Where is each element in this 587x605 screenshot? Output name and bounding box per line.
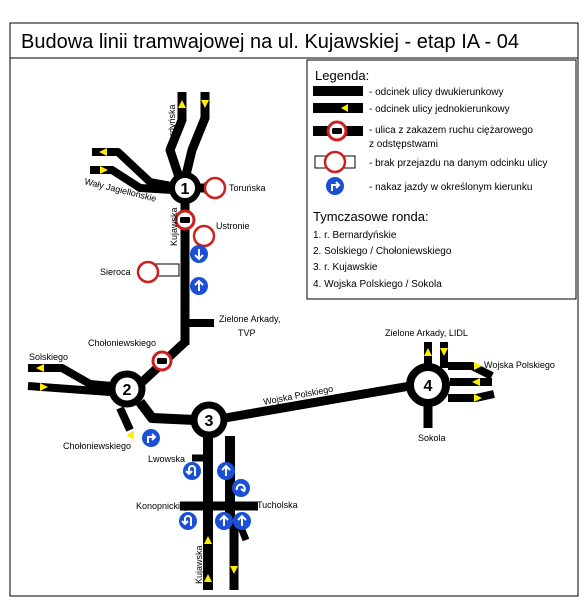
mandatory-sign-up-icon [217, 462, 235, 480]
label-zielone-arkady-tvp-2: TVP [238, 328, 256, 338]
legend-one-way-arrow [341, 104, 348, 112]
road-cholonewskiego-south [116, 406, 134, 432]
mandatory-sign-up-icon [215, 512, 233, 530]
roundabout-3: 3 [190, 401, 228, 439]
legend-no-through-icon [323, 150, 347, 174]
legend-mandatory-direction-icon [326, 177, 344, 195]
legend-roundabout-4: 4. Wojska Polskiego / Sokola [313, 279, 442, 290]
legend-roundabout-3: 3. r. Kujawskie [313, 262, 378, 273]
legend-roundabouts-heading: Tymczasowe ronda: [313, 209, 429, 224]
mandatory-sign-turn-right-icon [142, 429, 160, 447]
label-zielone-arkady-tvp-1: Zielone Arkady, [219, 314, 280, 324]
label-kujawska-south: Kujawska [194, 545, 204, 584]
label-cholonewskiego-north: Chołoniewskiego [88, 338, 156, 348]
legend-item-one-way: - odcinek ulicy jednokierunkowy [369, 104, 510, 115]
legend-heading: Legenda: [315, 68, 369, 83]
label-lwowska: Lwowska [148, 454, 185, 464]
label-konopnickiej: Konopnickiej [136, 501, 187, 511]
label-torunska: Toruńska [229, 183, 266, 193]
label-tucholska: Tucholska [257, 500, 298, 510]
truck-ban-sign-diagonal [151, 350, 173, 372]
road-link-2-3 [136, 399, 196, 425]
road-wojska-polskiego [224, 381, 411, 423]
legend: Legenda: - odcinek ulicy dwukierunkowy -… [306, 59, 577, 300]
legend-truck-ban-icon [326, 120, 348, 142]
roundabout-4-number: 4 [424, 378, 433, 395]
label-sokola: Sokola [418, 433, 446, 443]
mandatory-sign-uturn-icon [179, 512, 197, 530]
roundabout-2: 2 [108, 370, 146, 408]
legend-item-no-through: - brak przejazdu na danym odcinku ulicy [369, 158, 547, 169]
road-solskiego-north [28, 364, 113, 390]
legend-frame [306, 59, 577, 300]
map-title: Budowa linii tramwajowej na ul. Kujawski… [21, 31, 519, 53]
legend-item-truck-ban-cont: z odstępstwami [369, 139, 438, 150]
label-wojska-polskiego-east: Wojska Polskiego [484, 360, 555, 370]
title-frame [9, 22, 579, 59]
no-through-sign-ustronie [192, 224, 216, 248]
mandatory-sign-uturn-icon [183, 462, 201, 480]
label-kujawska-north: Kujawska [169, 207, 179, 246]
road-r4-east-3 [448, 390, 495, 402]
label-ustronie: Ustronie [216, 221, 250, 231]
mandatory-sign-up-icon [190, 277, 208, 295]
legend-item-mandatory-direction: - nakaz jazdy w określonym kierunku [369, 182, 532, 193]
roundabout-1: 1 [169, 172, 201, 204]
label-solskiego: Solskiego [29, 352, 68, 362]
road-r4-east-1 [448, 362, 494, 380]
mandatory-sign-down-icon [190, 245, 208, 263]
legend-roundabout-2: 2. Solskiego / Chołoniewskiego [313, 246, 452, 257]
label-cholonewskiego-south: Chołoniewskiego [63, 441, 131, 451]
no-through-sign-torunska [203, 176, 227, 200]
roundabout-4: 4 [406, 363, 450, 407]
mandatory-sign-roundabout-icon [232, 479, 250, 497]
legend-item-truck-ban: - ulica z zakazem ruchu ciężarowego [369, 125, 533, 136]
no-through-sign-sieroca [136, 260, 180, 284]
mandatory-sign-up-icon [233, 512, 251, 530]
roundabout-1-number: 1 [181, 181, 190, 198]
roundabout-3-number: 3 [205, 413, 214, 430]
label-sieroca: Sieroca [100, 267, 131, 277]
legend-roundabout-1: 1. r. Bernardyńskie [313, 230, 397, 241]
roundabout-2-number: 2 [123, 382, 132, 399]
legend-item-two-way: - odcinek ulicy dwukierunkowy [369, 87, 504, 98]
label-zielone-arkady-lidl: Zielone Arkady, LIDL [385, 328, 468, 338]
legend-one-way-swatch [313, 103, 363, 113]
legend-two-way-swatch [313, 86, 363, 96]
label-bernardynska: Bernardyńska [167, 104, 177, 160]
